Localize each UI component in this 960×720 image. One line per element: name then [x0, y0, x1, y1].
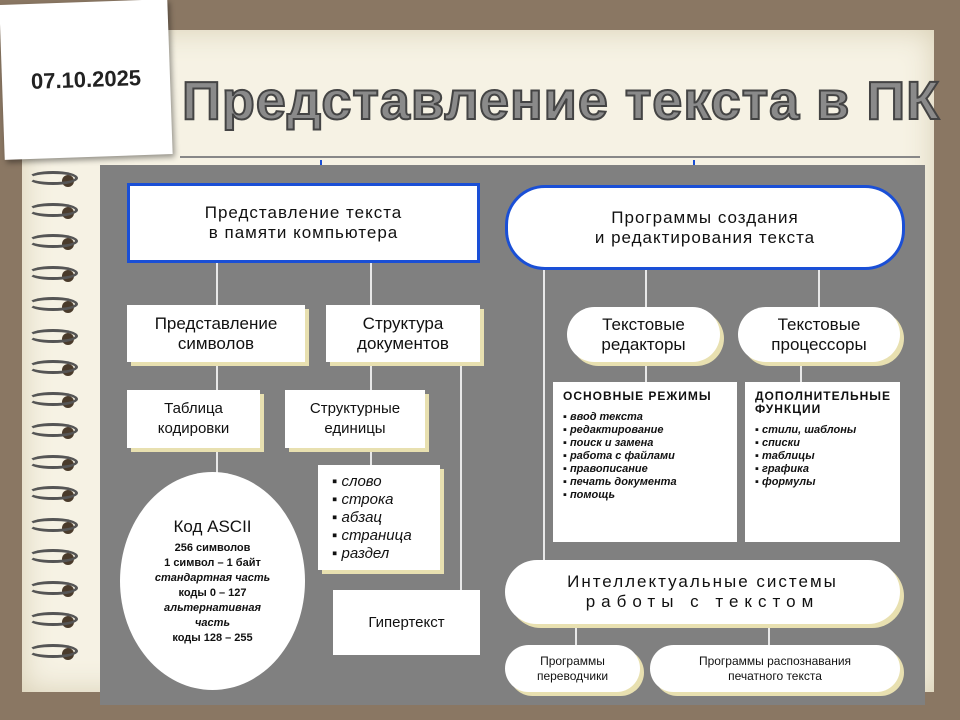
list-item: ▪ стили, шаблоны: [755, 424, 857, 436]
title-divider: [180, 156, 920, 158]
node-text: Структура: [362, 313, 444, 333]
date: 07.10.2025: [30, 64, 142, 94]
node-text: в памяти компьютера: [208, 223, 399, 242]
ascii-line: 256 символов: [174, 541, 251, 554]
list-item: ▪ страница: [332, 527, 412, 544]
node-text: Программы распознавания: [698, 653, 852, 668]
binder-ring: [28, 360, 78, 374]
binder-ring: [28, 234, 78, 248]
list-item: ▪ ввод текста: [563, 411, 643, 423]
node-text: процессоры: [771, 334, 867, 354]
connector: [543, 268, 545, 560]
connector: [216, 262, 218, 306]
binder-ring: [28, 297, 78, 311]
node-text: и редактирования текста: [594, 227, 816, 247]
ascii-line: 1 символ – 1 байт: [164, 556, 261, 569]
list-item: ▪ таблицы: [755, 450, 815, 462]
node-text: Программы создания: [611, 207, 799, 227]
node-text: работы с текстом: [585, 592, 820, 611]
connector: [460, 362, 462, 592]
list-item: ▪ работа с файлами: [563, 450, 675, 462]
node-text: редакторы: [601, 334, 686, 354]
ascii-line: стандартная часть: [154, 571, 271, 584]
list-item: ▪ списки: [755, 437, 800, 449]
node-text: переводчики: [536, 668, 609, 683]
modes-heading: ОСНОВНЫЕ РЕЖИМЫ: [563, 389, 712, 403]
node-text: Интеллектуальные системы: [567, 572, 838, 591]
connector: [818, 268, 820, 308]
binder-ring: [28, 454, 78, 469]
binder-ring: [28, 612, 78, 626]
connector: [645, 362, 647, 382]
connector: [575, 622, 577, 647]
list-item: ▪ поиск и замена: [563, 437, 654, 449]
list-item: ▪ печать документа: [563, 476, 677, 488]
ascii-ellipse: Код ASCII 256 символов 1 символ – 1 байт ст…: [120, 472, 305, 690]
connector: [216, 362, 218, 392]
node-text: Таблица: [164, 400, 223, 417]
ascii-title: Код ASCII: [173, 516, 252, 536]
units-node: Структурные единицы: [285, 390, 425, 448]
ascii-line: коды 0 – 127: [178, 586, 247, 599]
node-text: Представление: [154, 313, 278, 333]
slide-title: Представление текста в ПК: [181, 70, 941, 132]
list-item: ▪ помощь: [563, 489, 616, 501]
list-item: ▪ графика: [755, 463, 809, 475]
connector: [768, 622, 770, 647]
node-text: документов: [357, 333, 449, 353]
list-item: ▪ абзац: [332, 509, 382, 526]
binder-ring: [28, 517, 78, 532]
ascii-line: коды 128 – 255: [172, 631, 253, 644]
binder-ring: [28, 643, 78, 658]
connector: [370, 262, 372, 306]
hypertext-node: Гипертекст: [333, 590, 480, 655]
list-item: ▪ правописание: [563, 463, 648, 475]
ascii-line: часть: [195, 616, 230, 629]
node-text: печатного текста: [728, 668, 822, 683]
node-text: символов: [177, 333, 255, 353]
list-item: ▪ слово: [332, 473, 382, 490]
node-text: Программы: [540, 653, 605, 668]
connector: [216, 448, 218, 473]
node-text: Структурные: [309, 400, 401, 417]
list-item: ▪ редактирование: [563, 424, 664, 436]
binder-ring: [28, 265, 78, 280]
binder-ring: [28, 171, 78, 185]
binder-ring: [28, 580, 78, 595]
node-text: Текстовые: [777, 314, 861, 334]
node-text: единицы: [324, 420, 386, 437]
extra-box: ДОПОЛНИТЕЛЬНЫЕ ФУНКЦИИ▪ стили, шаблоны▪ …: [745, 382, 900, 542]
connector: [645, 268, 647, 308]
binder-ring: [28, 328, 78, 343]
binder-ring: [28, 549, 78, 563]
binder-ring: [28, 391, 78, 406]
list-item: ▪ раздел: [332, 545, 390, 562]
binder-ring: [28, 486, 78, 500]
modes-box: ОСНОВНЫЕ РЕЖИМЫ ▪ ввод текста▪ редактиров…: [553, 382, 737, 542]
connector: [370, 448, 372, 468]
list-item: ▪ строка: [332, 491, 394, 508]
node-text: Представление текста: [204, 203, 403, 222]
node-text: Текстовые: [602, 314, 685, 334]
node-text: кодировки: [157, 420, 230, 437]
list-item: ▪ формулы: [755, 476, 816, 488]
table-node: Таблица кодировки: [127, 390, 260, 448]
binder-ring: [28, 423, 78, 437]
ascii-line: альтернативная: [164, 601, 261, 614]
connector: [370, 362, 372, 392]
binder-ring: [28, 202, 78, 217]
connector: [800, 362, 802, 382]
units-list: ▪ слово▪ строка▪ абзац▪ страница▪ раздел: [318, 465, 440, 570]
date-note: 07.10.2025: [0, 0, 173, 160]
extra-heading: ДОПОЛНИТЕЛЬНЫЕ ФУНКЦИИ: [755, 389, 892, 416]
